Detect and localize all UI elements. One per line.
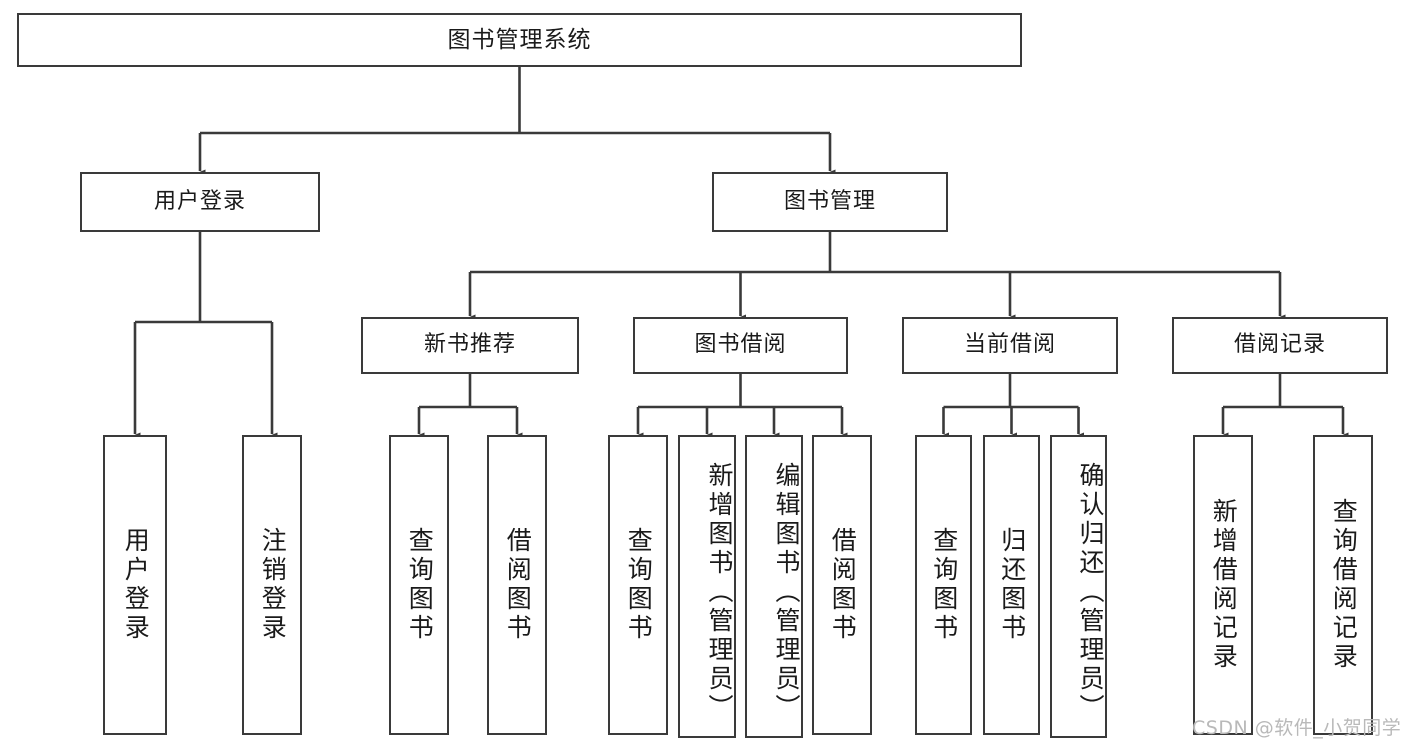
node-leaf-borrow-book-1[interactable]: 借阅图书 — [487, 435, 547, 735]
node-leaf-query-book-2[interactable]: 查询图书 — [608, 435, 668, 735]
node-label: 用户登录 — [153, 188, 246, 214]
node-label: 图书管理 — [783, 188, 876, 214]
node-label: 编辑图书（管理员） — [772, 462, 801, 723]
node-label: 借阅图书 — [503, 527, 533, 643]
node-new-book-rec[interactable]: 新书推荐 — [361, 317, 579, 374]
edges-group — [129, 67, 1349, 442]
node-leaf-borrow-book-2[interactable]: 借阅图书 — [812, 435, 872, 735]
node-label: 借阅图书 — [828, 527, 858, 643]
node-label: 当前借阅 — [963, 332, 1056, 358]
node-leaf-user-logout[interactable]: 注销登录 — [242, 435, 302, 735]
node-leaf-query-book-3[interactable]: 查询图书 — [915, 435, 972, 735]
node-user-login[interactable]: 用户登录 — [80, 172, 320, 232]
node-root[interactable]: 图书管理系统 — [17, 13, 1022, 67]
node-book-borrow[interactable]: 图书借阅 — [633, 317, 848, 374]
node-label: 图书管理系统 — [447, 26, 592, 53]
node-label: 用户登录 — [121, 527, 151, 643]
node-label: 图书借阅 — [694, 332, 787, 358]
node-leaf-confirm-return[interactable]: 确认归还（管理员） — [1050, 435, 1107, 738]
node-leaf-user-login[interactable]: 用户登录 — [103, 435, 167, 735]
node-label: 新书推荐 — [423, 332, 516, 358]
node-leaf-edit-book[interactable]: 编辑图书（管理员） — [745, 435, 803, 738]
node-label: 新增借阅记录 — [1209, 498, 1239, 672]
node-leaf-add-book[interactable]: 新增图书（管理员） — [678, 435, 736, 738]
node-book-manage[interactable]: 图书管理 — [712, 172, 948, 232]
node-leaf-add-record[interactable]: 新增借阅记录 — [1193, 435, 1253, 735]
node-label: 查询图书 — [929, 527, 959, 643]
node-label: 查询图书 — [405, 527, 435, 643]
node-leaf-query-book-1[interactable]: 查询图书 — [389, 435, 449, 735]
node-label: 新增图书（管理员） — [705, 462, 734, 723]
node-borrow-record[interactable]: 借阅记录 — [1172, 317, 1388, 374]
node-label: 确认归还（管理员） — [1076, 462, 1105, 723]
node-leaf-return-book[interactable]: 归还图书 — [983, 435, 1040, 735]
watermark-text: CSDN @软件_小贺同学 — [1192, 717, 1402, 739]
node-label: 查询借阅记录 — [1329, 498, 1359, 672]
node-label: 归还图书 — [997, 527, 1027, 643]
node-label: 借阅记录 — [1233, 332, 1326, 358]
node-label: 查询图书 — [624, 527, 654, 643]
node-label: 注销登录 — [258, 527, 288, 643]
node-current-borrow[interactable]: 当前借阅 — [902, 317, 1118, 374]
node-leaf-query-record[interactable]: 查询借阅记录 — [1313, 435, 1373, 735]
